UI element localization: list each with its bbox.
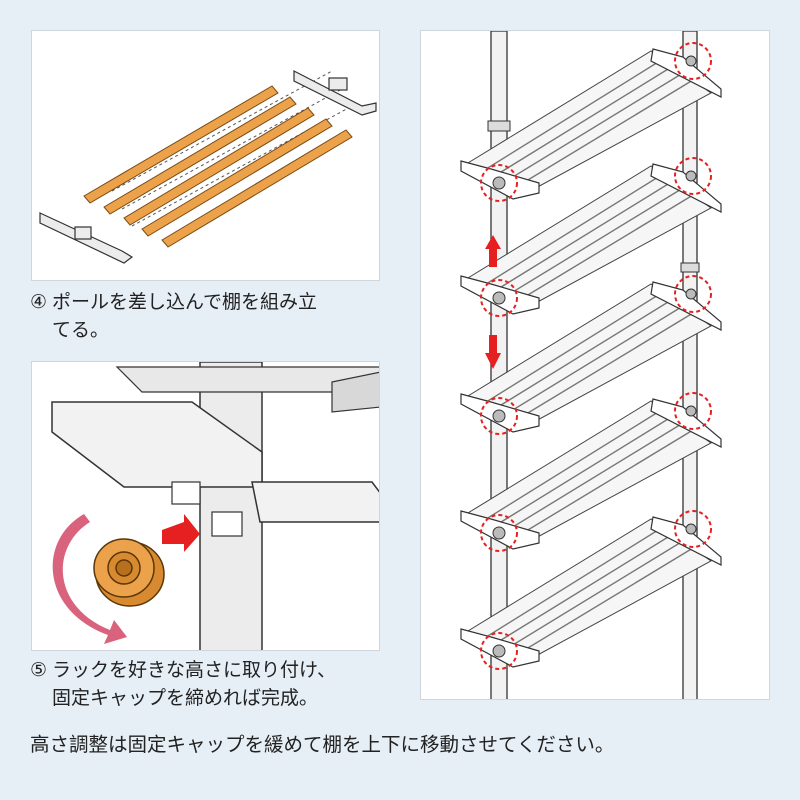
red-down-arrow-icon [485, 335, 501, 369]
shelf [460, 42, 722, 202]
shelf-brackets [39, 70, 377, 264]
orange-poles [83, 85, 353, 248]
rack-drawing [460, 31, 722, 699]
height-adjustment-note: 高さ調整は固定キャップを緩めて棚を上下に移動させてください。 [30, 733, 615, 756]
red-up-arrow-icon [485, 235, 501, 267]
insert-arrow-icon [162, 514, 200, 552]
highlight-circle [674, 42, 712, 80]
step-number: ④ [30, 291, 48, 313]
step-text-line-2: てる。 [52, 319, 110, 341]
step-text-line-2: 固定キャップを締めれば完成。 [52, 687, 319, 709]
vertical-pole [199, 362, 263, 650]
fixing-cap-closeup-panel [31, 361, 380, 651]
rack-overview-panel [420, 30, 770, 700]
step-text-line-1: ポールを差し込んで棚を組み立 [52, 291, 318, 313]
fixing-cap [93, 538, 165, 607]
step-text-line-1: ラックを好きな高さに取り付け、 [52, 659, 337, 681]
shelf-assembly-drawing [39, 70, 377, 264]
back-pole [682, 31, 698, 699]
step-number: ⑤ [30, 659, 48, 681]
highlight-circle [480, 164, 518, 202]
fixing-cap-drawing [51, 362, 379, 650]
assembly-illustration-panel [31, 30, 380, 281]
rotate-arrow-icon [52, 514, 127, 644]
